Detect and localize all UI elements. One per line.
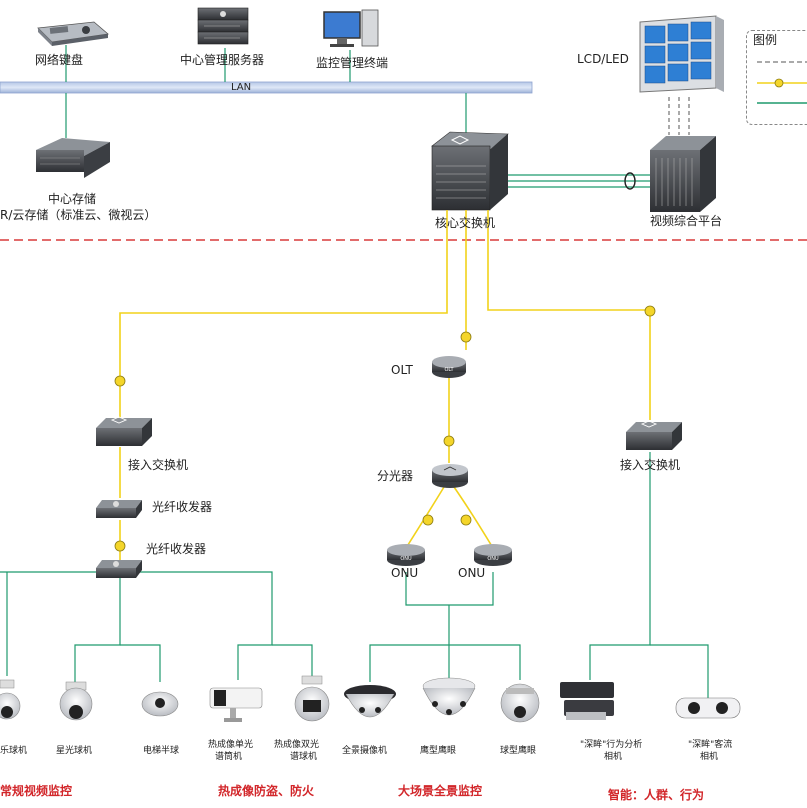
keyboard-label: 网络键盘 (35, 53, 84, 67)
server-icon (197, 7, 249, 45)
svg-text:OLT: OLT (444, 367, 454, 373)
camera-2-label: 星光球机 (56, 746, 93, 756)
category-intelligent: 智能：人群、行为 (608, 788, 705, 802)
olt-label: OLT (391, 363, 413, 377)
camera-10-label-line2: 相机 (700, 752, 719, 762)
storage-icon (36, 138, 110, 178)
lan-label: LAN (231, 82, 252, 93)
core-switch-label: 核心交换机 (435, 216, 496, 230)
camera-10-label-line1: "深眸"客流 (688, 740, 733, 750)
ethernet-links (0, 452, 709, 698)
fiber-bundle-ring (624, 172, 636, 190)
camera-8-label: 球型鹰眼 (500, 746, 537, 756)
camera-5-label-line2: 谱球机 (290, 752, 318, 762)
access-switch-right-icon (626, 420, 682, 450)
camera-9-label-line1: "深眸"行为分析 (580, 740, 643, 750)
fiber-connectors (114, 305, 656, 552)
splitter-label: 分光器 (377, 469, 414, 483)
svg-text:ONU: ONU (400, 556, 412, 562)
top-links (65, 45, 650, 188)
camera-5-label-line1: 热成像双光 (274, 740, 320, 750)
onu-left-label: ONU (391, 566, 419, 580)
terminal-label: 监控管理终端 (316, 56, 389, 70)
access-switch-right-label: 接入交换机 (620, 458, 681, 472)
core-switch-icon (431, 131, 509, 211)
storage-label: 中心存储 (48, 192, 97, 206)
thermal-bullet-camera-icon (209, 687, 263, 722)
transceiver-2-label: 光纤收发器 (146, 542, 207, 556)
transceiver-1-label: 光纤收发器 (152, 500, 213, 514)
camera-4-label-line1: 热成像单光 (208, 740, 254, 750)
video-platform-icon (650, 136, 716, 212)
elevator-dome-camera-icon (141, 691, 179, 717)
camera-4-label-line2: 谱筒机 (215, 752, 243, 762)
bowl-eagle-eye-camera-icon (422, 677, 476, 716)
svg-text:ONU: ONU (487, 556, 499, 562)
video-wall-icon (639, 15, 724, 93)
splitter-icon (432, 464, 468, 488)
onu-left-icon: ONU (387, 544, 425, 566)
behavior-analysis-camera-icon (560, 682, 614, 720)
onu-right-icon: ONU (474, 544, 512, 566)
transceiver-1-icon (96, 500, 142, 518)
category-thermal: 热成像防盗、防火 (218, 784, 315, 798)
speed-dome-camera-icon (0, 679, 21, 720)
legend-title: 图例 (753, 33, 778, 47)
keyboard-icon (37, 21, 109, 46)
olt-icon: OLT (432, 356, 466, 378)
access-switch-left-icon (96, 416, 152, 446)
video-wall-links (668, 97, 690, 135)
lan-bus (0, 81, 533, 94)
camera-9-label-line2: 相机 (604, 752, 623, 762)
starlight-dome-camera-icon (59, 681, 93, 721)
storage-sublabel: R/云存储（标准云、微视云） (0, 208, 157, 222)
server-label: 中心管理服务器 (180, 53, 265, 67)
monitor-icon (323, 9, 379, 47)
fiber-links (119, 210, 651, 562)
lcd-label: LCD/LED (577, 52, 629, 66)
camera-1-label: 乐球机 (0, 746, 28, 756)
platform-label: 视频综合平台 (650, 214, 723, 228)
panoramic-camera-icon (344, 685, 396, 718)
access-switch-left-label: 接入交换机 (128, 458, 189, 472)
category-panoramic: 大场景全景监控 (398, 784, 483, 798)
transceiver-2-icon (96, 560, 142, 578)
legend-panel: 图例 (746, 30, 807, 125)
camera-6-label: 全景摄像机 (342, 746, 388, 756)
people-counting-camera-icon (675, 697, 741, 719)
camera-7-label: 鹰型鹰眼 (420, 746, 457, 756)
legend-keys (757, 61, 807, 104)
category-regular-monitoring: 常规视频监控 (0, 784, 73, 798)
onu-right-label: ONU (458, 566, 486, 580)
thermal-dome-camera-icon (294, 675, 330, 722)
spherical-eagle-eye-camera-icon (500, 683, 540, 723)
camera-3-label: 电梯半球 (143, 746, 180, 756)
